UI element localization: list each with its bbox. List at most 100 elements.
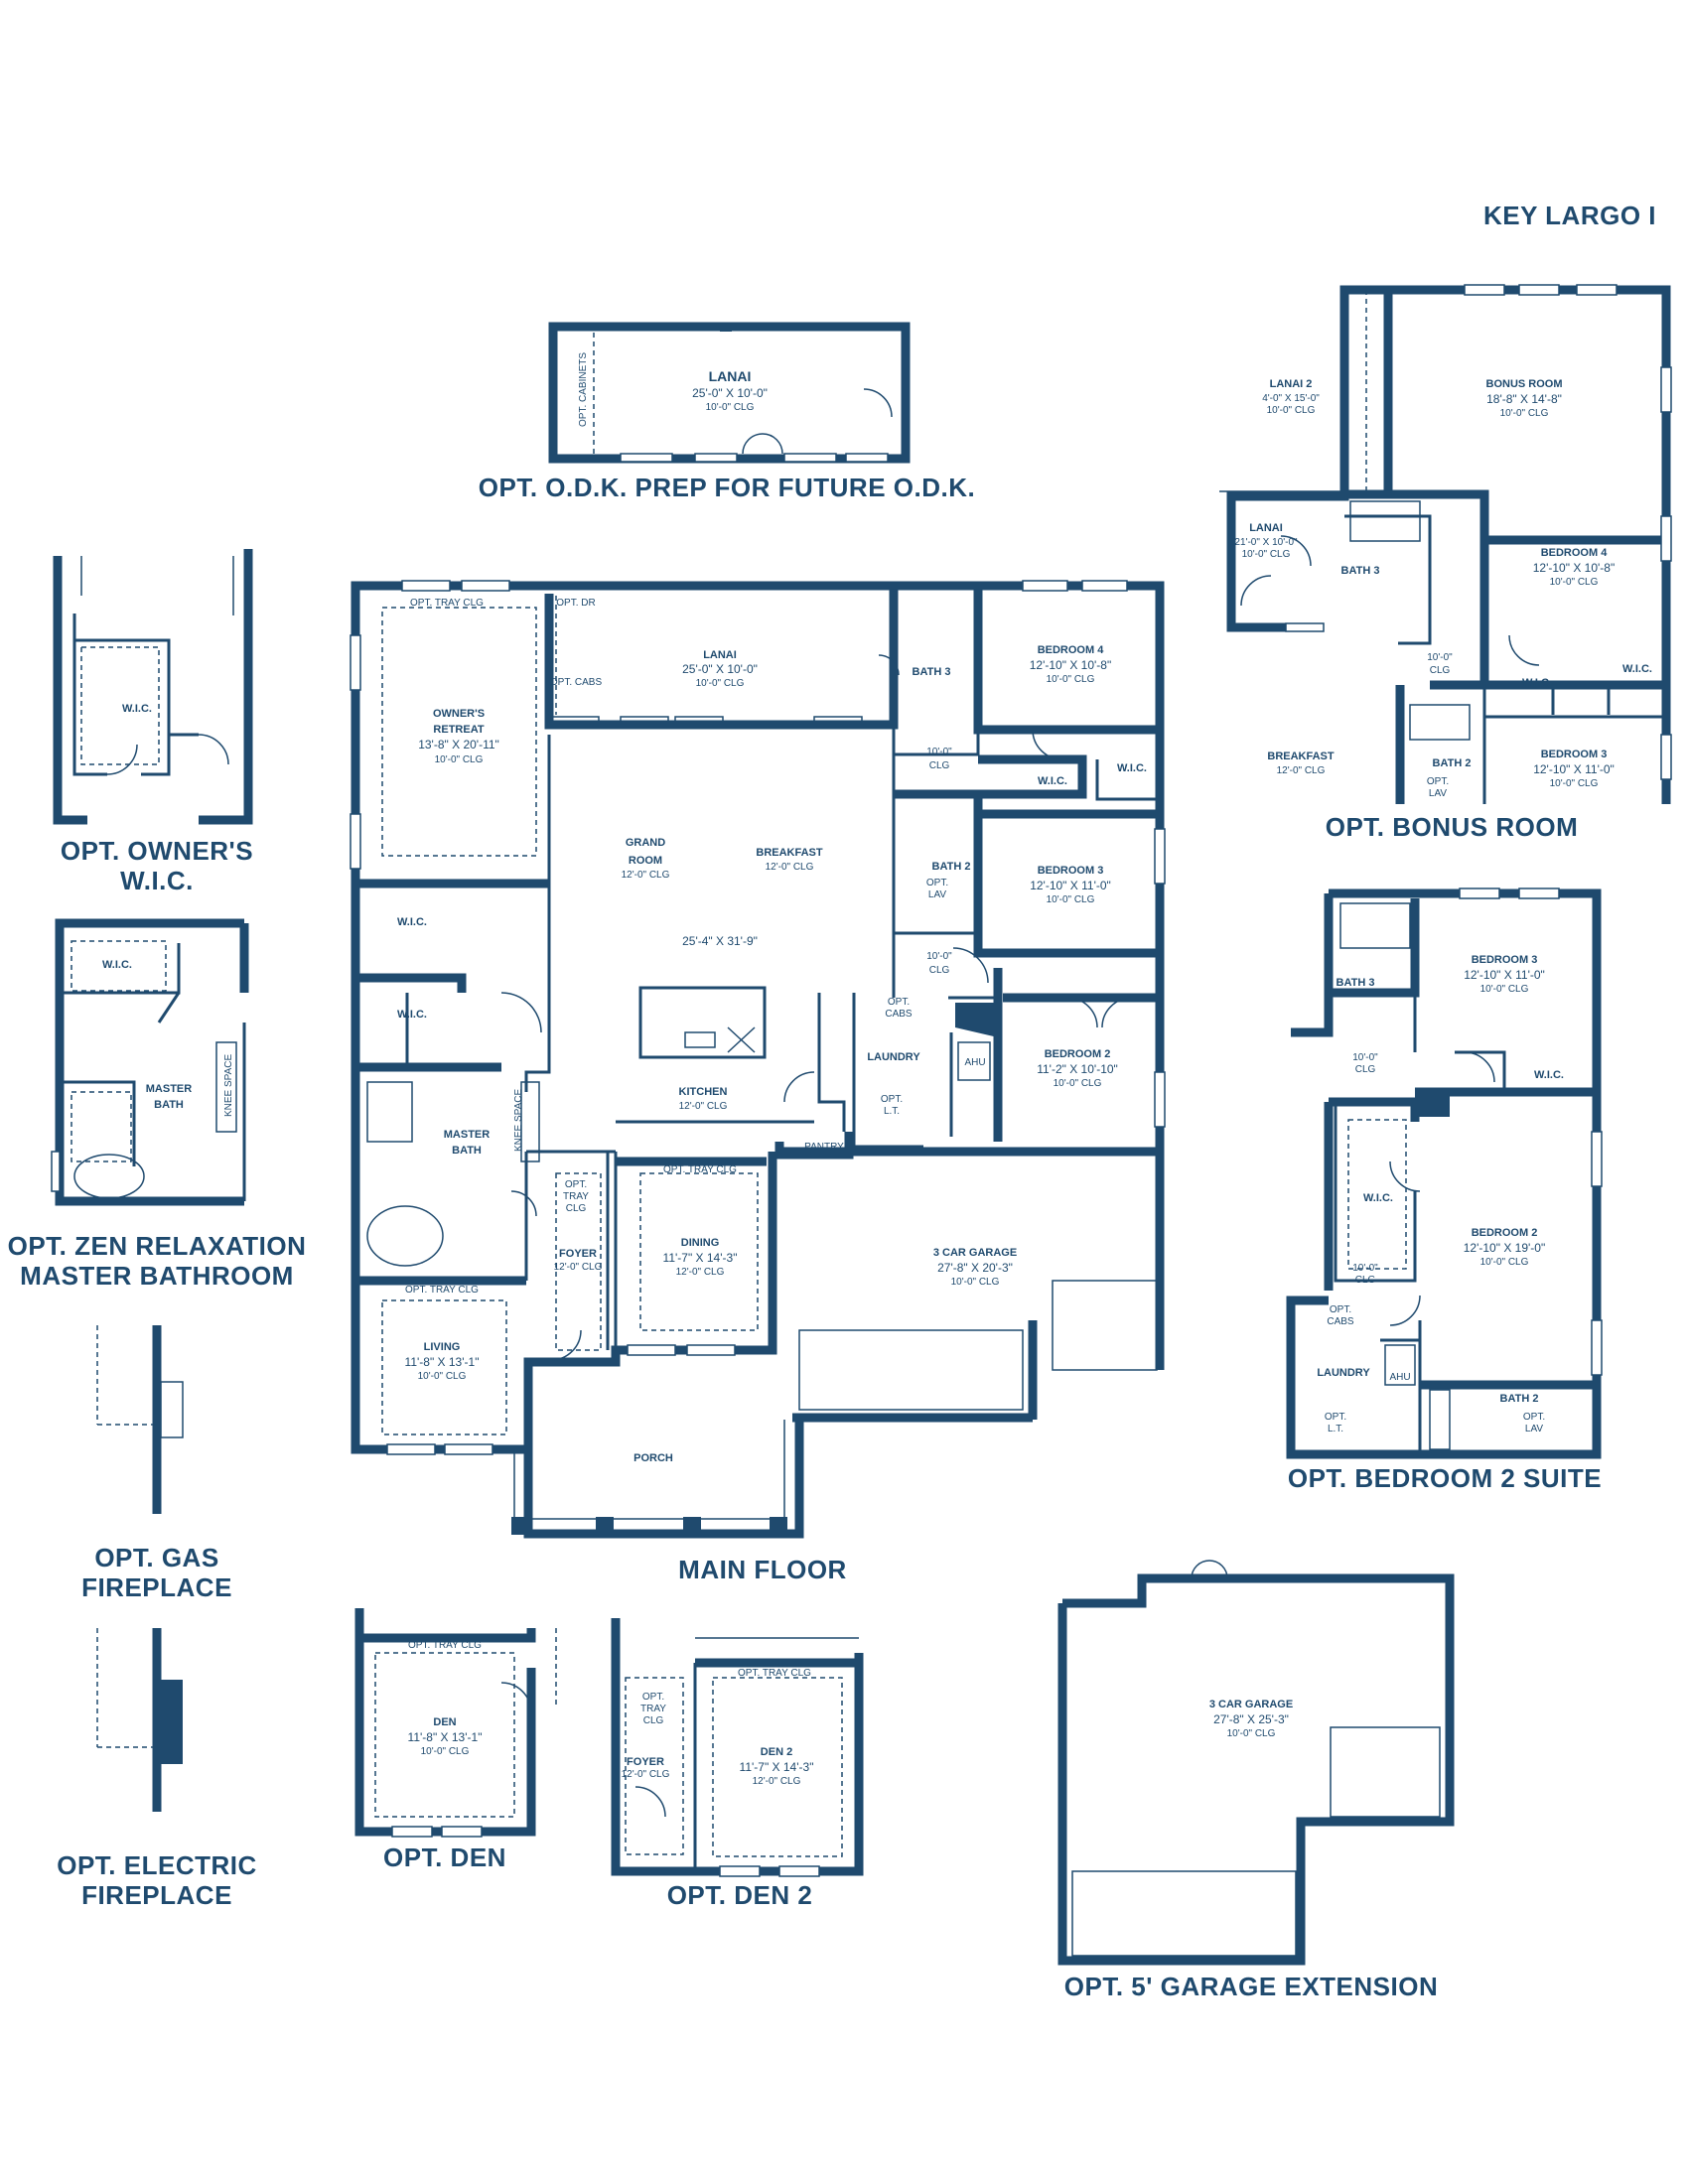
bonus-bedroom4-clg: 10'-0" CLG <box>1550 577 1599 588</box>
main-wic-d: W.I.C. <box>397 1009 427 1021</box>
main-garage-dim: 27'-8" X 20'-3" <box>937 1261 1013 1275</box>
den2-tray-a: OPT. <box>642 1692 664 1703</box>
suite-lt-a: OPT. <box>1325 1412 1346 1423</box>
gas-title-2: FIREPLACE <box>81 1572 232 1602</box>
odk-lanai-clg: 10'-0" CLG <box>706 402 755 413</box>
suite-wic-b: W.I.C. <box>1363 1192 1393 1204</box>
den2-foyer: FOYER <box>627 1756 664 1768</box>
suite-lav-b: LAV <box>1525 1424 1543 1434</box>
main-hall2-clg-a: 10'-0" <box>926 951 952 962</box>
bonus-breakfast-clg: 12'-0" CLG <box>1277 765 1326 776</box>
main-pantry: PANTRY <box>804 1142 844 1153</box>
main-living-tray: OPT. TRAY CLG <box>405 1285 479 1296</box>
main-wic-c: W.I.C. <box>397 916 427 928</box>
main-opt-lt-b: L.T. <box>884 1106 900 1117</box>
electric-title-2: FIREPLACE <box>81 1880 232 1910</box>
main-dining-tray: OPT. TRAY CLG <box>663 1164 737 1175</box>
owners-wic-title-1: OPT. OWNER'S <box>61 836 253 866</box>
zen-wic-label: W.I.C. <box>102 959 132 971</box>
bonus-wic-b: W.I.C. <box>1622 663 1652 675</box>
suite-wic-a: W.I.C. <box>1534 1069 1564 1081</box>
bonus-opt-lav-a: OPT. <box>1427 776 1449 787</box>
odk-cabinets: OPT. CABINETS <box>578 352 589 427</box>
suite-bath3: BATH 3 <box>1336 977 1375 989</box>
bonus-room-dim: 18'-8" X 14'-8" <box>1486 392 1562 406</box>
main-opt-cabs2-a: OPT. <box>888 997 910 1008</box>
main-kitchen-clg: 12'-0" CLG <box>679 1101 728 1112</box>
owners-wic-label: W.I.C. <box>122 703 152 715</box>
bonus-lanai2: LANAI 2 <box>1270 378 1313 390</box>
suite-bedroom3-dim: 12'-10" X 11'-0" <box>1464 968 1545 982</box>
zen-master-2: BATH <box>154 1099 184 1111</box>
zen-knee: KNEE SPACE <box>223 1054 234 1117</box>
main-floor-title: MAIN FLOOR <box>678 1555 847 1584</box>
garage-ext-dim: 27'-8" X 25'-3" <box>1213 1712 1289 1726</box>
main-grand-clg: 12'-0" CLG <box>622 870 670 881</box>
garage-ext-title: OPT. 5' GARAGE EXTENSION <box>1064 1972 1438 2001</box>
bonus-lanai: LANAI <box>1249 522 1283 534</box>
suite-title: OPT. BEDROOM 2 SUITE <box>1288 1463 1602 1493</box>
main-master-1: MASTER <box>444 1129 491 1141</box>
bonus-bedroom3: BEDROOM 3 <box>1541 749 1608 760</box>
bonus-bedroom3-dim: 12'-10" X 11'-0" <box>1533 762 1615 776</box>
main-breakfast-clg: 12'-0" CLG <box>766 862 814 873</box>
den-dim: 11'-8" X 13'-1" <box>408 1730 483 1744</box>
bonus-lanai2-clg: 10'-0" CLG <box>1267 405 1316 416</box>
den-plan: OPT. TRAY CLG DEN 11'-8" X 13'-1" 10'-0"… <box>354 1608 557 1838</box>
main-lanai-dim: 25'-0" X 10'-0" <box>682 662 758 676</box>
suite-bedroom3-clg: 10'-0" CLG <box>1480 984 1529 995</box>
den2-title: OPT. DEN 2 <box>667 1880 813 1910</box>
main-foyer-clg: 12'-0" CLG <box>554 1262 603 1273</box>
suite-hall2-clg-b: CLG <box>1355 1275 1376 1286</box>
bonus-title: OPT. BONUS ROOM <box>1326 812 1579 842</box>
bonus-room: BONUS ROOM <box>1486 378 1563 390</box>
zen-title-2: MASTER BATHROOM <box>20 1261 294 1291</box>
main-garage-clg: 10'-0" CLG <box>951 1277 1000 1288</box>
main-bedroom4-name: BEDROOM 4 <box>1038 644 1105 656</box>
gas-title-1: OPT. GAS <box>94 1543 218 1572</box>
main-hall-clg-a: 10'-0" <box>926 747 952 757</box>
suite-bedroom2: BEDROOM 2 <box>1472 1227 1538 1239</box>
main-knee: KNEE SPACE <box>513 1089 524 1152</box>
main-wic-b: W.I.C. <box>1117 762 1147 774</box>
main-owner-tray: OPT. TRAY CLG <box>410 598 484 609</box>
bedroom2-suite-plan: BATH 3 BEDROOM 3 12'-10" X 11'-0" 10'-0"… <box>1286 887 1603 1459</box>
main-opt-cabs: OPT. CABS <box>550 677 603 688</box>
suite-laundry: LAUNDRY <box>1317 1367 1370 1379</box>
zen-title-1: OPT. ZEN RELAXATION <box>8 1231 307 1261</box>
suite-ahu: AHU <box>1389 1372 1410 1383</box>
main-opt-cabs2-b: CABS <box>885 1009 913 1020</box>
main-floor-plan: OPT. TRAY CLG OPT. DR OPT. CABS OWNER'S … <box>350 580 1166 1539</box>
bonus-bedroom4-dim: 12'-10" X 10'-8" <box>1533 561 1615 575</box>
electric-title-1: OPT. ELECTRIC <box>57 1850 257 1880</box>
suite-lav-a: OPT. <box>1523 1412 1545 1423</box>
main-bath2: BATH 2 <box>932 861 971 873</box>
main-bedroom3-clg: 10'-0" CLG <box>1047 894 1095 905</box>
bonus-hall-clg-b: CLG <box>1430 665 1451 676</box>
main-living-clg: 10'-0" CLG <box>418 1371 467 1382</box>
bonus-bath3: BATH 3 <box>1341 565 1380 577</box>
bonus-lanai-dim: 21'-0" X 10'-0" <box>1234 537 1298 548</box>
bonus-hall-clg-a: 10'-0" <box>1427 652 1453 663</box>
main-owners-retreat-dim: 13'-8" X 20'-11" <box>418 738 499 751</box>
main-kitchen: KITCHEN <box>679 1086 728 1098</box>
odk-plan: LANAI 25'-0" X 10'-0" 10'-0" CLG OPT. CA… <box>548 322 911 464</box>
bonus-breakfast: BREAKFAST <box>1267 751 1335 762</box>
main-hall2-clg-b: CLG <box>929 965 950 976</box>
main-owners-retreat-1: OWNER'S <box>433 708 485 720</box>
odk-lanai-name: LANAI <box>709 368 752 384</box>
suite-hall2-clg-a: 10'-0" <box>1352 1263 1378 1274</box>
bonus-room-clg: 10'-0" CLG <box>1500 408 1549 419</box>
suite-cabs-b: CABS <box>1327 1316 1354 1327</box>
suite-hall-clg-b: CLG <box>1355 1064 1376 1075</box>
suite-hall-clg-a: 10'-0" <box>1352 1052 1378 1063</box>
garage-ext-plan: 3 CAR GARAGE 27'-8" X 25'-3" 10'-0" CLG <box>1057 1560 1455 1966</box>
main-wic-a: W.I.C. <box>1038 775 1067 787</box>
garage-ext-clg: 10'-0" CLG <box>1227 1728 1276 1739</box>
main-great-dim: 25'-4" X 31'-9" <box>682 934 758 948</box>
den2-name: DEN 2 <box>761 1746 792 1758</box>
main-master-2: BATH <box>452 1145 482 1157</box>
den2-tray-b: TRAY <box>640 1704 666 1714</box>
odk-title: OPT. O.D.K. PREP FOR FUTURE O.D.K. <box>479 473 975 502</box>
main-bedroom2-dim: 11'-2" X 10'-10" <box>1037 1062 1118 1076</box>
